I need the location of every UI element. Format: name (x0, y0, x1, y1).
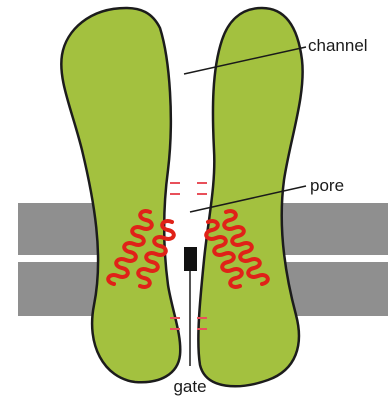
gate-block (184, 247, 197, 271)
pore-label: pore (310, 176, 344, 195)
channel-subunit-left (61, 8, 180, 382)
gate-label: gate (173, 377, 206, 396)
channel-subunit-right (198, 8, 302, 386)
channel-label: channel (308, 36, 368, 55)
